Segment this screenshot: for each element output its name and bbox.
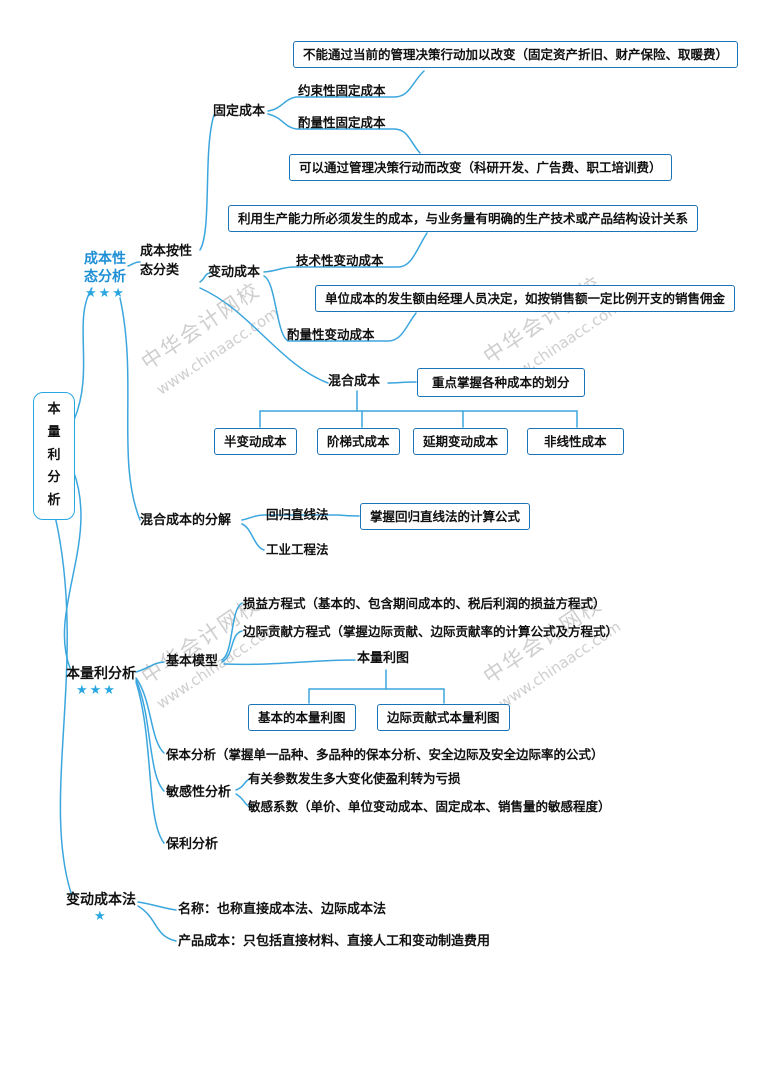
note-mixed-cost: 重点掌握各种成本的划分 bbox=[417, 368, 585, 397]
node-basic-cvp-chart: 基本的本量利图 bbox=[248, 704, 356, 731]
node-industrial-engineering: 工业工程法 bbox=[266, 542, 329, 557]
node-fixed-cost: 固定成本 bbox=[213, 104, 266, 119]
node-sensitivity-param: 有关参数发生多大变化使盈利转为亏损 bbox=[248, 771, 461, 786]
root-label: 本量利分析 bbox=[47, 402, 61, 509]
branch-variable-costing: 变动成本法 bbox=[66, 892, 136, 908]
note-discretionary-fixed: 可以通过管理决策行动而改变（科研开发、广告费、职工培训费） bbox=[289, 154, 672, 181]
node-profit-equation: 损益方程式（基本的、包含期间成本的、税后利润的损益方程式） bbox=[243, 596, 606, 611]
node-variable-cost: 变动成本 bbox=[208, 265, 261, 280]
node-nonlinear-cost: 非线性成本 bbox=[527, 428, 624, 455]
node-variable-costing-name: 名称：也称直接成本法、边际成本法 bbox=[178, 902, 387, 917]
branch-cvp-analysis-stars: ★★★ bbox=[76, 683, 117, 698]
node-mixed-decompose: 混合成本的分解 bbox=[140, 513, 232, 528]
root-node: 本量利分析 bbox=[33, 392, 75, 520]
node-cvp-chart: 本量利图 bbox=[357, 651, 410, 666]
node-technical-variable: 技术性变动成本 bbox=[296, 253, 384, 268]
node-profit-target-analysis: 保利分析 bbox=[166, 837, 219, 852]
node-discretionary-variable: 酌量性变动成本 bbox=[287, 327, 375, 342]
node-sensitivity-analysis: 敏感性分析 bbox=[166, 785, 232, 800]
branch-cvp-analysis: 本量利分析 bbox=[66, 666, 136, 682]
node-cost-classify: 成本按性态分类 bbox=[140, 244, 193, 278]
note-technical-variable: 利用生产能力所必须发生的成本，与业务量有明确的生产技术或产品结构设计关系 bbox=[228, 205, 699, 232]
node-variable-costing-product-cost: 产品成本：只包括直接材料、直接人工和变动制造费用 bbox=[178, 934, 491, 949]
node-discretionary-fixed: 酌量性固定成本 bbox=[298, 115, 386, 130]
note-regression: 掌握回归直线法的计算公式 bbox=[360, 503, 531, 530]
note-discretionary-variable: 单位成本的发生额由经理人员决定，如按销售额一定比例开支的销售佣金 bbox=[315, 285, 736, 312]
watermark-text: 中华会计网校 bbox=[136, 277, 265, 375]
node-semi-variable: 半变动成本 bbox=[214, 428, 297, 455]
node-regression: 回归直线法 bbox=[266, 507, 329, 522]
node-contribution-cvp-chart: 边际贡献式本量利图 bbox=[377, 704, 510, 731]
node-delayed-variable: 延期变动成本 bbox=[413, 428, 509, 455]
node-basic-model: 基本模型 bbox=[166, 654, 219, 669]
watermark-url: www.chinaacc.com bbox=[152, 303, 282, 399]
branch-cost-behavior: 成本性态分析 bbox=[84, 251, 126, 286]
watermark-text: 中华会计网校 bbox=[478, 591, 607, 689]
watermark: 中华会计网校 www.chinaacc.com bbox=[109, 257, 307, 417]
note-committed-fixed: 不能通过当前的管理决策行动加以改变（固定资产折旧、财产保险、取暖费） bbox=[293, 41, 739, 68]
watermark-text: 中华会计网校 bbox=[136, 591, 265, 689]
node-contribution-equation: 边际贡献方程式（掌握边际贡献、边际贡献率的计算公式及方程式） bbox=[243, 624, 619, 639]
branch-variable-costing-star: ★ bbox=[94, 909, 108, 924]
branch-cost-behavior-stars: ★★★ bbox=[85, 286, 126, 301]
node-mixed-cost: 混合成本 bbox=[328, 374, 381, 389]
node-committed-fixed: 约束性固定成本 bbox=[298, 83, 386, 98]
node-sensitivity-coefficient: 敏感系数（单价、单位变动成本、固定成本、销售量的敏感程度） bbox=[248, 799, 611, 814]
node-breakeven-analysis: 保本分析（掌握单一品种、多品种的保本分析、安全边际及安全边际率的公式） bbox=[166, 747, 604, 762]
node-step-cost: 阶梯式成本 bbox=[317, 428, 400, 455]
